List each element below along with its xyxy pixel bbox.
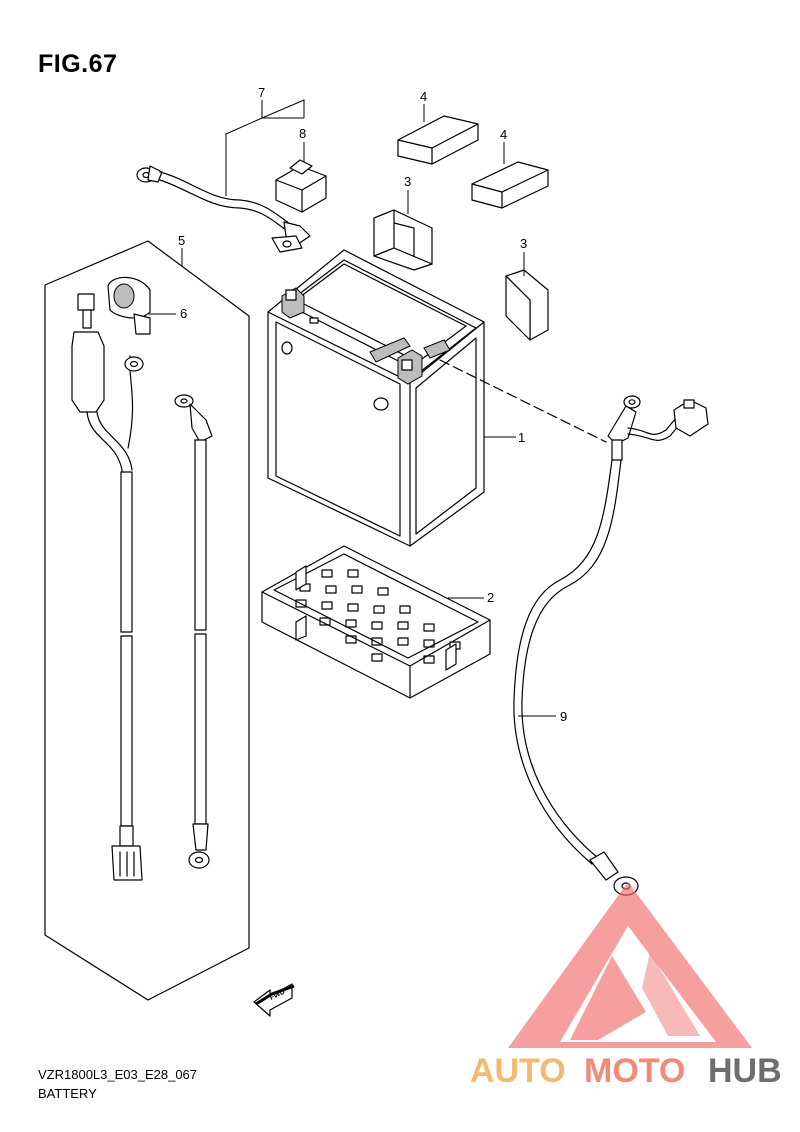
callout-2: 2 — [487, 590, 494, 605]
watermark-text: AUTO MOTO HUB — [470, 1052, 782, 1090]
callout-7: 7 — [258, 85, 265, 100]
callout-6: 6 — [180, 306, 187, 321]
part-5-cable-right — [174, 394, 213, 869]
callout-leaders — [148, 99, 556, 717]
callout-4-upper: 4 — [420, 89, 427, 104]
callout-8: 8 — [299, 126, 306, 141]
figure-title: FIG.67 — [38, 50, 118, 78]
part-1-battery — [267, 249, 607, 547]
callout-3-upper: 3 — [404, 174, 411, 189]
fwd-arrow: FWD — [253, 983, 295, 1017]
part-2-battery-tray — [261, 545, 491, 699]
part-6-terminal-cap — [107, 276, 151, 335]
watermark-auto: AUTO — [470, 1052, 566, 1090]
figure-code: VZR1800L3_E03_E28_067 — [38, 1067, 198, 1082]
callout-labels: 1 2 3 3 4 4 5 6 7 8 9 — [178, 85, 567, 724]
part-8-terminal-cover — [275, 159, 327, 213]
callout-1: 1 — [518, 430, 525, 445]
callout-5: 5 — [178, 233, 185, 248]
watermark-moto: MOTO — [584, 1052, 685, 1090]
watermark-logo — [508, 882, 752, 1048]
part-4-pad-lower — [471, 161, 549, 209]
callout-4-lower: 4 — [500, 127, 507, 142]
part-4-pad-upper — [397, 115, 479, 165]
part-5-kit-panel — [44, 240, 250, 1001]
part-3-spacer-upper — [373, 209, 433, 271]
callout-3-lower: 3 — [520, 236, 527, 251]
watermark-hub: HUB — [708, 1052, 782, 1090]
part-7-battery-cable — [136, 165, 311, 253]
part-5-harness-left — [71, 293, 144, 881]
part-3-spacer-lower — [505, 269, 549, 341]
figure-name: BATTERY — [38, 1086, 97, 1101]
callout-9: 9 — [560, 709, 567, 724]
part-9-negative-cable — [513, 395, 709, 896]
